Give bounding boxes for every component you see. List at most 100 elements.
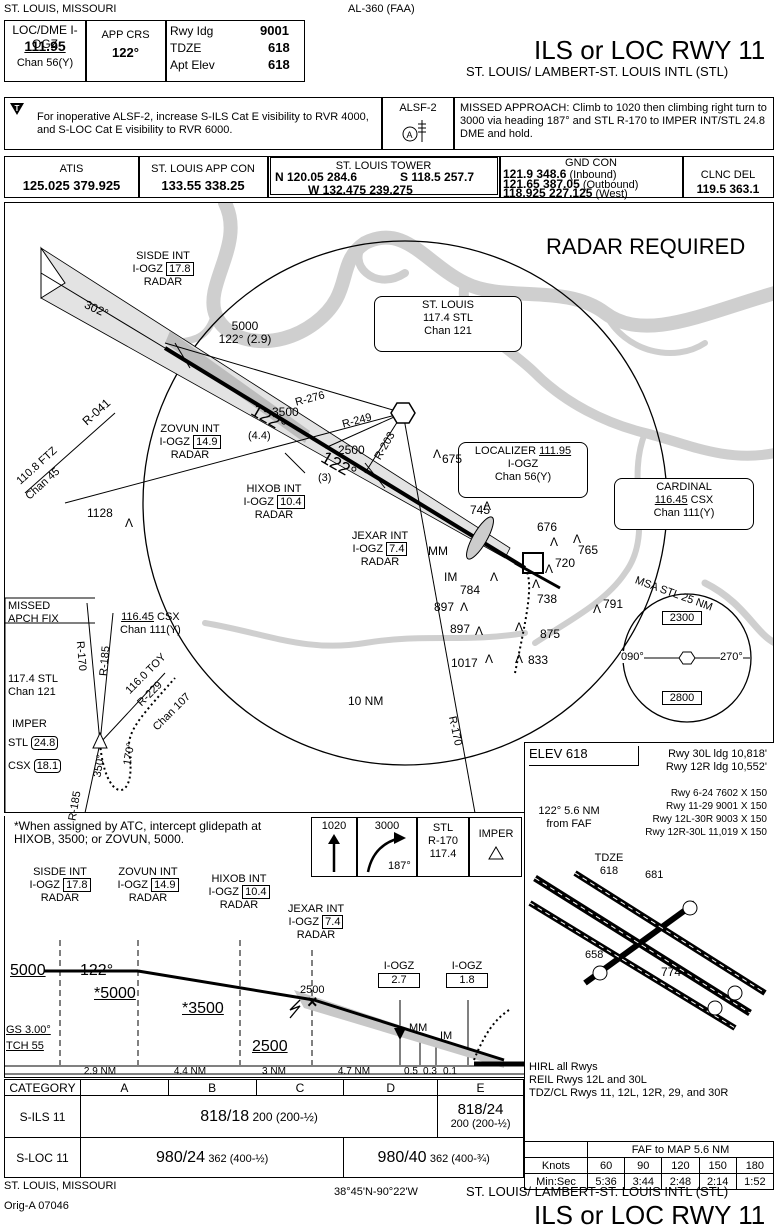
jexar-fix: I-OGZ [352,543,384,555]
gnd-label: GND CON [565,157,617,169]
knots-2: 90 [624,1157,663,1174]
svg-text:T: T [15,104,20,113]
zovun-plan: ZOVUN INT I-OGZ 14.9 RADAR [150,423,230,462]
sisde-plan: SISDE INT I-OGZ 17.8 RADAR [128,250,198,289]
svg-text:Λ: Λ [483,499,491,513]
sloc-cde: 980/40 [377,1148,427,1166]
tower-box [270,157,498,195]
tdze-ad-val: 618 [599,865,619,877]
prof-iogz1: I-OGZ [383,960,415,972]
mf-stl-chan: Chan 121 [8,686,56,698]
msa-2800: 2800 [662,691,702,705]
prof-alt-5000: 5000 [10,962,46,979]
lights-1: HIRL all Rwys [529,1061,598,1073]
svg-text:A: A [407,130,413,140]
app-crs-label: APP CRS [101,29,150,41]
icon-187: 187° [388,860,411,872]
obs-897b: 897 [450,622,471,636]
obs-658: 658 [585,949,604,961]
min-cat-d: D [343,1079,439,1096]
knots-5: 180 [735,1157,775,1174]
imper-stl-dme: 24.8 [30,736,59,750]
obs-875: 875 [540,627,561,641]
jexar-plan: JEXAR INT I-OGZ 7.4 RADAR [340,530,420,569]
stl-name: ST. LOUIS [422,299,474,311]
runway-graphic [528,870,767,1031]
min-cat-c: C [255,1079,345,1096]
atis-freq: 125.025 379.925 [22,178,121,193]
prof-iogz2: I-OGZ [451,960,483,972]
mf-stl: 117.4 STL Chan 121 [8,673,58,699]
time-label: Min:Sec [524,1173,588,1190]
airport-name: ST. LOUIS/ LAMBERT-ST. LOUIS INTL (STL) [466,64,729,79]
prof-mm: MM [409,1022,428,1034]
svg-text:Λ: Λ [485,652,493,666]
turn-arrow-icon [366,832,406,873]
prof-crs: 122° [80,962,114,979]
missed-icons: 1020 3000 187° STL R-170 117.4 IMPER [311,817,522,877]
stl-chan: Chan 121 [424,325,472,337]
zovun-fix: I-OGZ [159,436,191,448]
prof-zovun: ZOVUN INT [118,866,178,878]
rwy-dim-4: Rwy 12R-30L 11,019 X 150 [645,827,767,838]
prof-jexar-radar: RADAR [296,929,336,941]
tower-s: S 118.5 257.7 [400,170,475,184]
prof-zovun-radar: RADAR [128,892,168,904]
mf-csx-id: CSX [157,611,180,623]
msa-2300: 2300 [662,611,702,625]
alt-5000: 5000 [231,319,259,333]
icon-1020: 1020 [321,820,347,832]
alt-3500: 3500 [272,405,299,419]
cardinal-name: CARDINAL [656,481,712,493]
prof-iogz1-dme: 2.7 [378,973,420,988]
msa-270: 270° [720,651,743,663]
sloc-ab-sub: 362 (400-½) [208,1152,269,1165]
prof-iogz2-dme: 1.8 [446,973,488,988]
chart-id: AL-360 (FAA) [348,3,415,15]
sisde-fix: I-OGZ [132,263,164,275]
svg-text:Λ: Λ [515,620,523,634]
gnd-freq-2: 121.65 387.05 [503,177,580,191]
tdze-label: TDZE [170,41,202,55]
localizer-freq: 111.95 [539,445,572,457]
alsf-icon: A [402,120,426,142]
sisde-name: SISDE INT [136,250,190,262]
prof-alt-3500s: *3500 [182,1000,224,1017]
missed-fix-1: MISSED [8,600,51,612]
min-category: CATEGORY [4,1079,81,1096]
dist-7: 0.1 [443,1066,457,1077]
jexar-radar: RADAR [360,556,400,568]
prof-jexar-fix: I-OGZ [288,916,320,928]
app-crs: 122° [112,45,139,60]
tower-n: N 120.05 284.6 [275,170,358,184]
r170b: R-170 [73,640,89,672]
sils-e: 818/24 [457,1100,504,1118]
mm-plan: MM [428,544,448,558]
rwy-30l-ldg: Rwy 30L ldg 10,818' [668,748,767,760]
obs-1017: 1017 [451,656,478,670]
tdze: 618 [268,40,290,55]
apt-elev-label: Apt Elev [170,58,215,72]
obs-1128: 1128 [87,506,113,520]
leg-44: (4.4) [248,430,271,442]
triangle-note-icon: T [10,103,24,115]
profile-graphic: × [4,940,524,1075]
radar-required: RADAR REQUIRED [546,234,746,259]
clnc-label: CLNC DEL [700,169,756,181]
cardinal-box: CARDINAL 116.45 CSX Chan 111(Y) [614,478,754,530]
tower-label: ST. LOUIS TOWER [335,160,432,172]
imper-csx-dme: 18.1 [33,759,62,773]
cardinal-chan: Chan 111(Y) [653,507,715,519]
atis-label: ATIS [59,163,84,175]
localizer-name: LOCALIZER [474,445,537,457]
localizer-id: I-OGZ [507,458,539,470]
localizer-chan: Chan 56(Y) [494,471,552,483]
loc-chan: Chan 56(Y) [16,57,74,69]
clnc-freq: 119.5 363.1 [696,182,760,196]
sils-label: S-ILS 11 [4,1095,81,1138]
dist-3: 3 NM [262,1066,286,1077]
prof-im: IM [440,1030,453,1042]
svg-text:Λ: Λ [573,532,581,546]
airport-diagram: ELEV 618 Rwy 30L ldg 10,818' Rwy 12R ldg… [524,742,774,1179]
